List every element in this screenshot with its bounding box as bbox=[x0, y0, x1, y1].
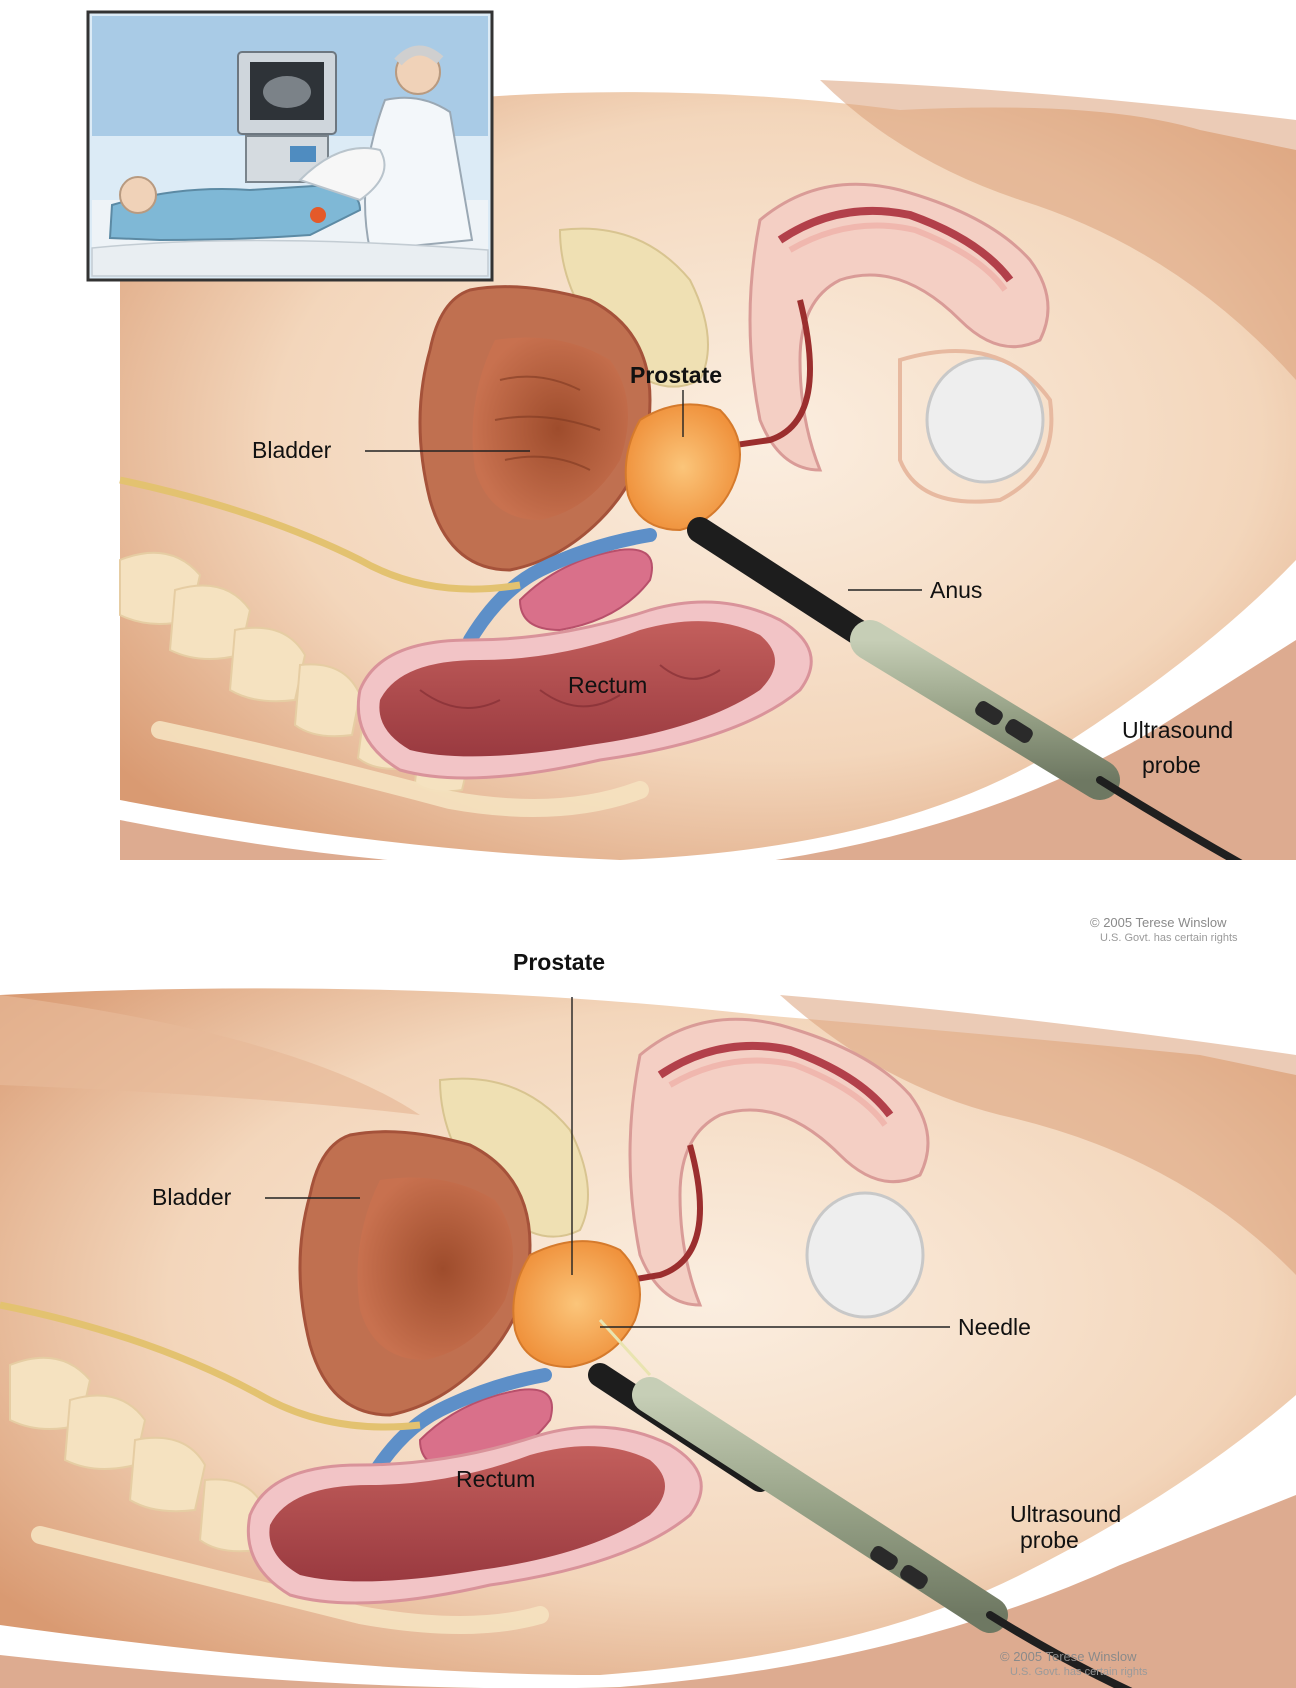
bottom-illustration-panel: Prostate Bladder Needle Rectum Ultrasoun… bbox=[0, 975, 1296, 1688]
label-ultrasound-probe-line1: Ultrasound bbox=[1010, 1501, 1121, 1527]
ultrasound-exam-scene-icon bbox=[88, 12, 492, 280]
bottom-label-prostate-header: Prostate bbox=[513, 949, 605, 975]
bottom-copyright-line2: U.S. Govt. has certain rights bbox=[1010, 1666, 1148, 1678]
label-ultrasound-probe-line2: probe bbox=[1142, 752, 1201, 778]
label-rectum: Rectum bbox=[456, 1466, 535, 1492]
label-ultrasound-probe-line2: probe bbox=[1020, 1527, 1079, 1553]
label-bladder: Bladder bbox=[152, 1184, 232, 1210]
testis bbox=[807, 1193, 923, 1317]
bottom-copyright: © 2005 Terese Winslow U.S. Govt. has cer… bbox=[0, 1648, 1296, 1688]
bottom-copyright-line1: © 2005 Terese Winslow bbox=[1000, 1649, 1137, 1664]
label-bladder: Bladder bbox=[252, 437, 332, 463]
top-copyright-line1: © 2005 Terese Winslow bbox=[1090, 915, 1227, 930]
top-anatomy-diagram: Prostate Bladder Anus Rectum Ultrasound … bbox=[0, 0, 1296, 860]
bottom-prostate-label-wrap: Prostate bbox=[0, 940, 1296, 980]
label-needle: Needle bbox=[958, 1314, 1031, 1340]
label-anus: Anus bbox=[930, 577, 982, 603]
label-rectum: Rectum bbox=[568, 672, 647, 698]
label-prostate: Prostate bbox=[630, 362, 722, 388]
bottom-anatomy-diagram: Prostate Bladder Needle Rectum Ultrasoun… bbox=[0, 975, 1296, 1688]
label-ultrasound-probe-line1: Ultrasound bbox=[1122, 717, 1233, 743]
top-illustration-panel: Prostate Bladder Anus Rectum Ultrasound … bbox=[0, 0, 1296, 860]
